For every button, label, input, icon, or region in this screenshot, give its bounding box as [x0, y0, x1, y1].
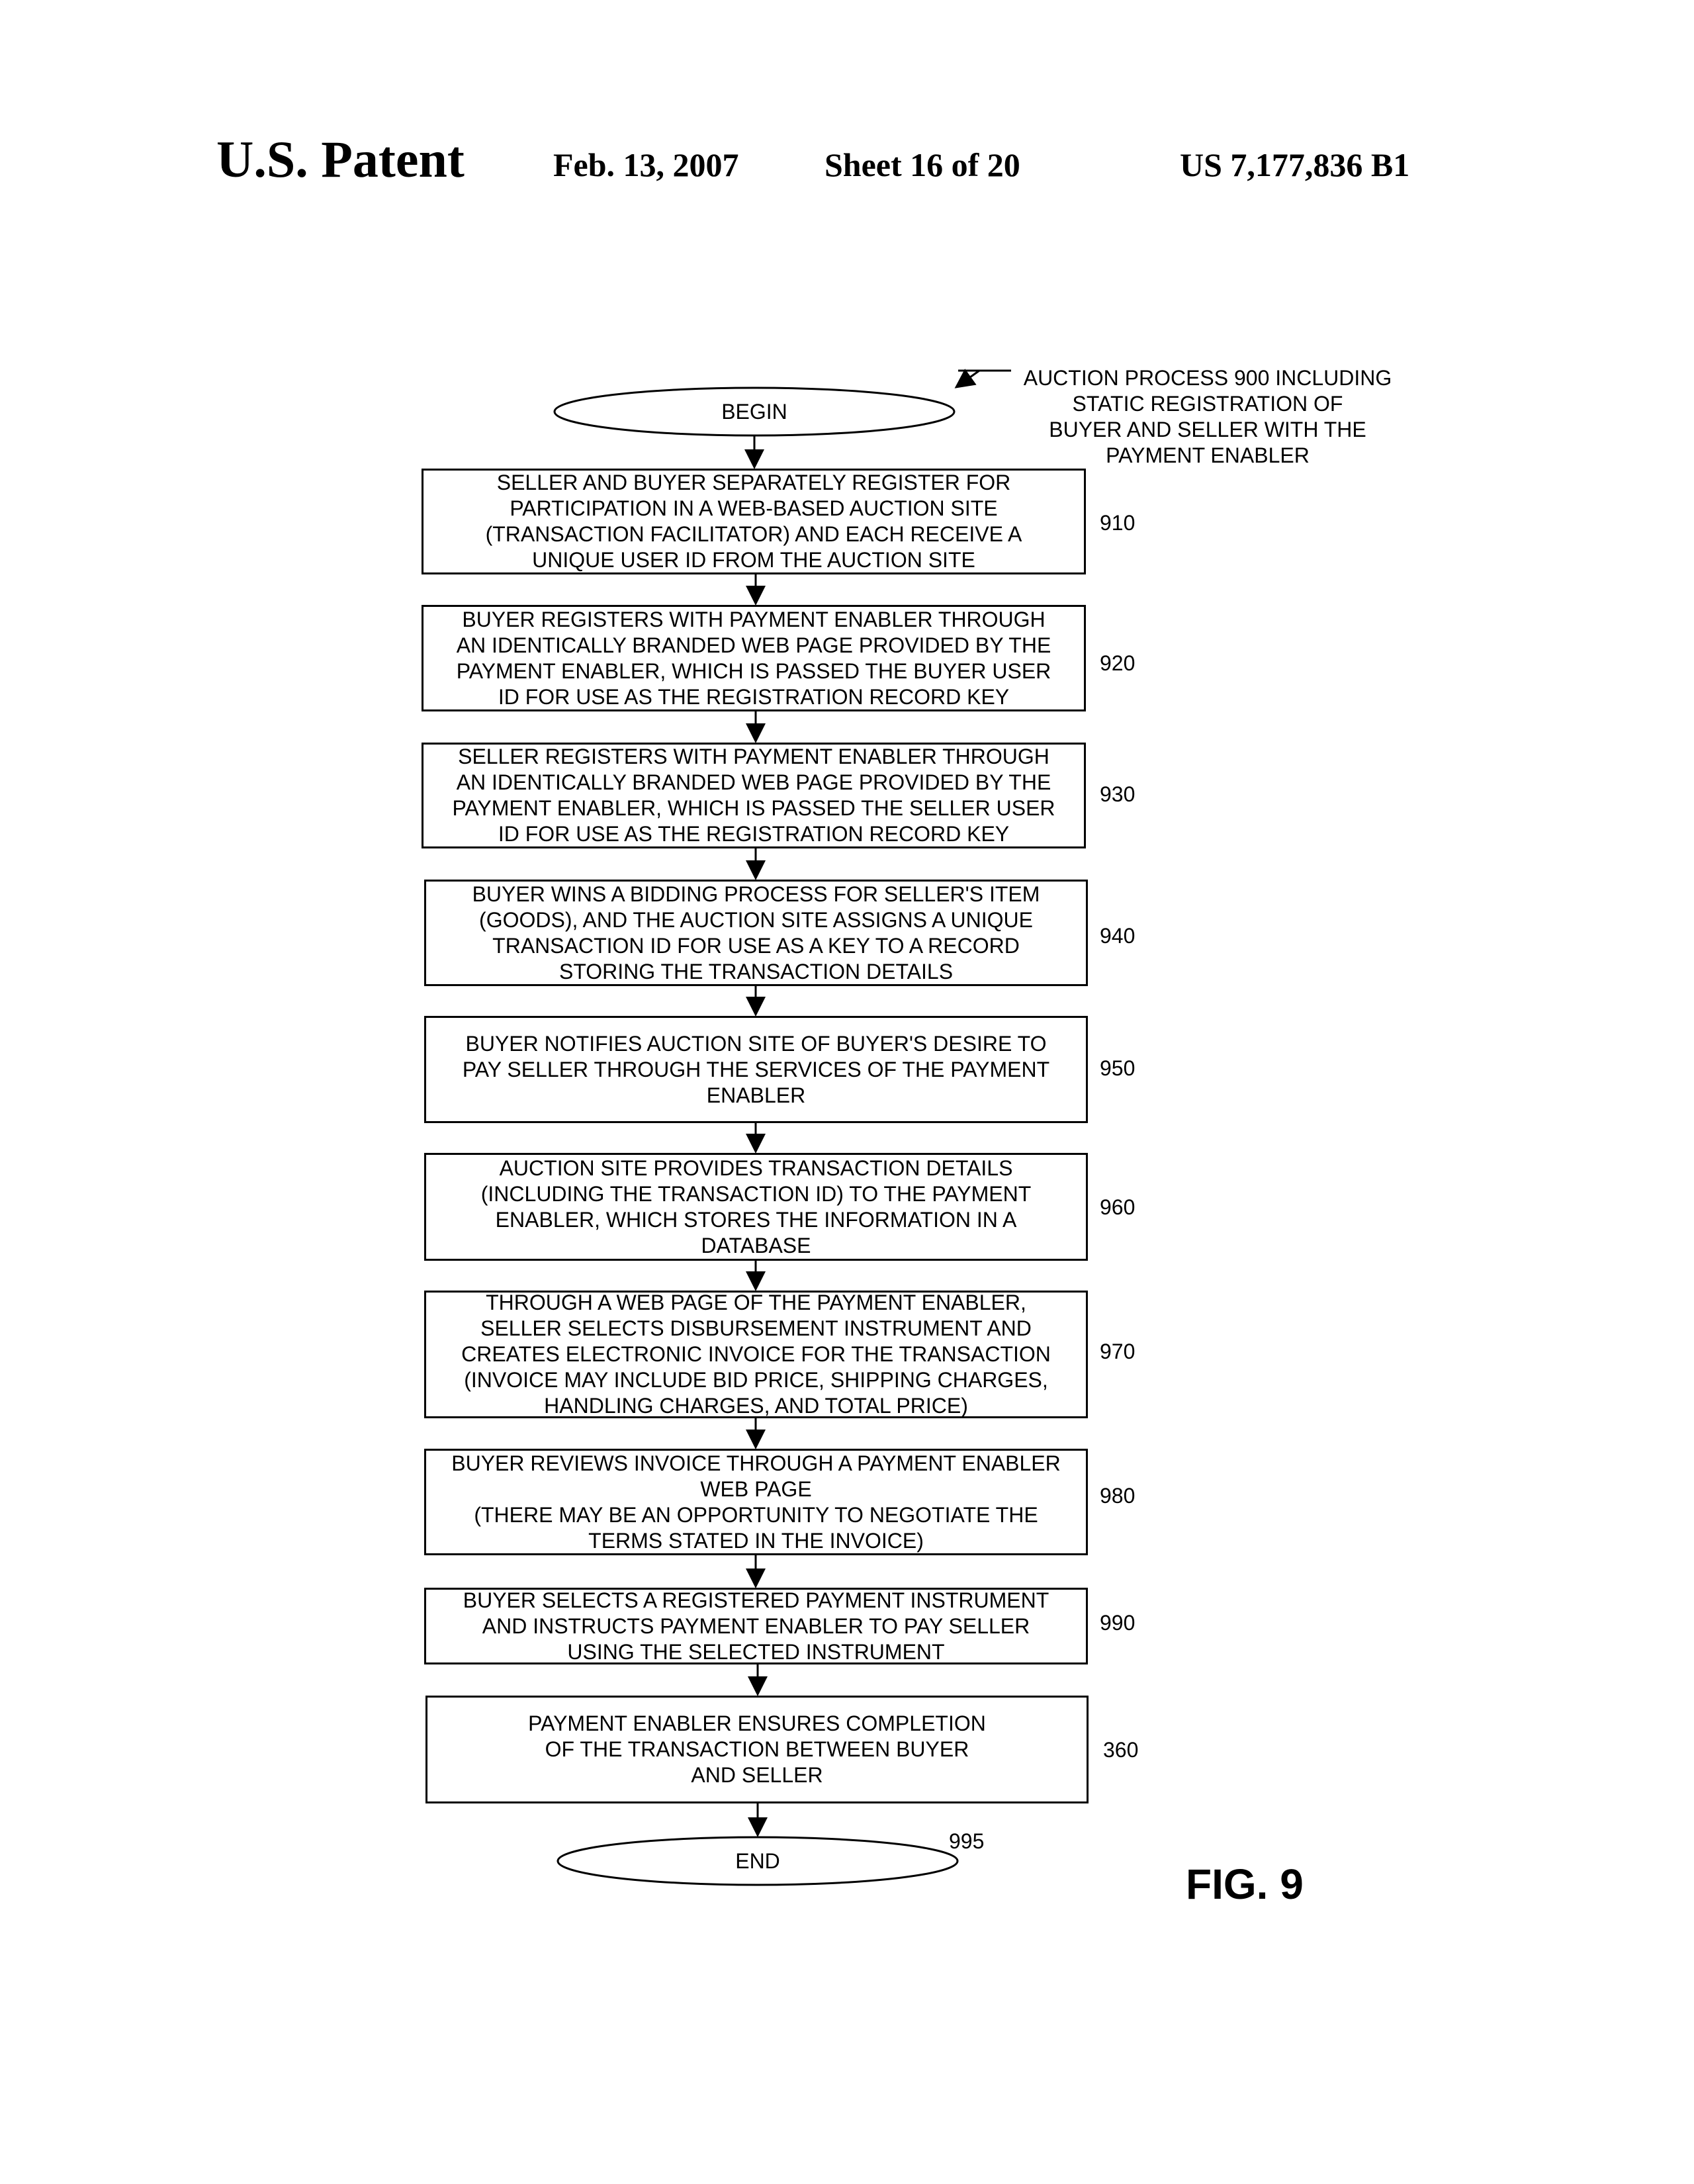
process-annotation: AUCTION PROCESS 900 INCLUDING STATIC REG… — [999, 365, 1416, 469]
figure-label: FIG. 9 — [1186, 1860, 1304, 1909]
step-910-text: SELLER AND BUYER SEPARATELY REGISTER FOR… — [486, 470, 1022, 573]
step-360-box: PAYMENT ENABLER ENSURES COMPLETION OF TH… — [425, 1696, 1089, 1803]
end-label: END — [691, 1850, 824, 1872]
step-970-text: THROUGH A WEB PAGE OF THE PAYMENT ENABLE… — [461, 1290, 1051, 1419]
step-910-box: SELLER AND BUYER SEPARATELY REGISTER FOR… — [422, 469, 1086, 574]
begin-label: BEGIN — [688, 401, 821, 422]
step-360-ref: 360 — [1103, 1739, 1138, 1760]
step-940-ref: 940 — [1100, 925, 1135, 946]
step-930-box: SELLER REGISTERS WITH PAYMENT ENABLER TH… — [422, 743, 1086, 848]
step-930-text: SELLER REGISTERS WITH PAYMENT ENABLER TH… — [452, 744, 1055, 847]
step-950-text: BUYER NOTIFIES AUCTION SITE OF BUYER'S D… — [463, 1031, 1049, 1109]
step-360-text: PAYMENT ENABLER ENSURES COMPLETION OF TH… — [528, 1711, 986, 1788]
step-940-text: BUYER WINS A BIDDING PROCESS FOR SELLER'… — [472, 882, 1040, 985]
annotation-arrow — [956, 371, 979, 387]
step-940-box: BUYER WINS A BIDDING PROCESS FOR SELLER'… — [424, 880, 1088, 986]
step-980-box: BUYER REVIEWS INVOICE THROUGH A PAYMENT … — [424, 1449, 1088, 1555]
step-920-ref: 920 — [1100, 653, 1135, 674]
step-970-box: THROUGH A WEB PAGE OF THE PAYMENT ENABLE… — [424, 1291, 1088, 1418]
step-990-text: BUYER SELECTS A REGISTERED PAYMENT INSTR… — [463, 1588, 1049, 1665]
step-920-box: BUYER REGISTERS WITH PAYMENT ENABLER THR… — [422, 605, 1086, 711]
step-910-ref: 910 — [1100, 512, 1135, 533]
step-950-box: BUYER NOTIFIES AUCTION SITE OF BUYER'S D… — [424, 1016, 1088, 1123]
step-920-text: BUYER REGISTERS WITH PAYMENT ENABLER THR… — [457, 607, 1051, 710]
step-980-ref: 980 — [1100, 1485, 1135, 1506]
step-960-text: AUCTION SITE PROVIDES TRANSACTION DETAIL… — [481, 1156, 1032, 1259]
step-950-ref: 950 — [1100, 1058, 1135, 1079]
step-930-ref: 930 — [1100, 784, 1135, 805]
step-990-box: BUYER SELECTS A REGISTERED PAYMENT INSTR… — [424, 1588, 1088, 1664]
step-960-ref: 960 — [1100, 1197, 1135, 1218]
end-ref-number: 995 — [949, 1831, 984, 1852]
step-980-text: BUYER REVIEWS INVOICE THROUGH A PAYMENT … — [451, 1451, 1061, 1554]
step-990-ref: 990 — [1100, 1612, 1135, 1633]
step-960-box: AUCTION SITE PROVIDES TRANSACTION DETAIL… — [424, 1153, 1088, 1261]
step-970-ref: 970 — [1100, 1341, 1135, 1362]
